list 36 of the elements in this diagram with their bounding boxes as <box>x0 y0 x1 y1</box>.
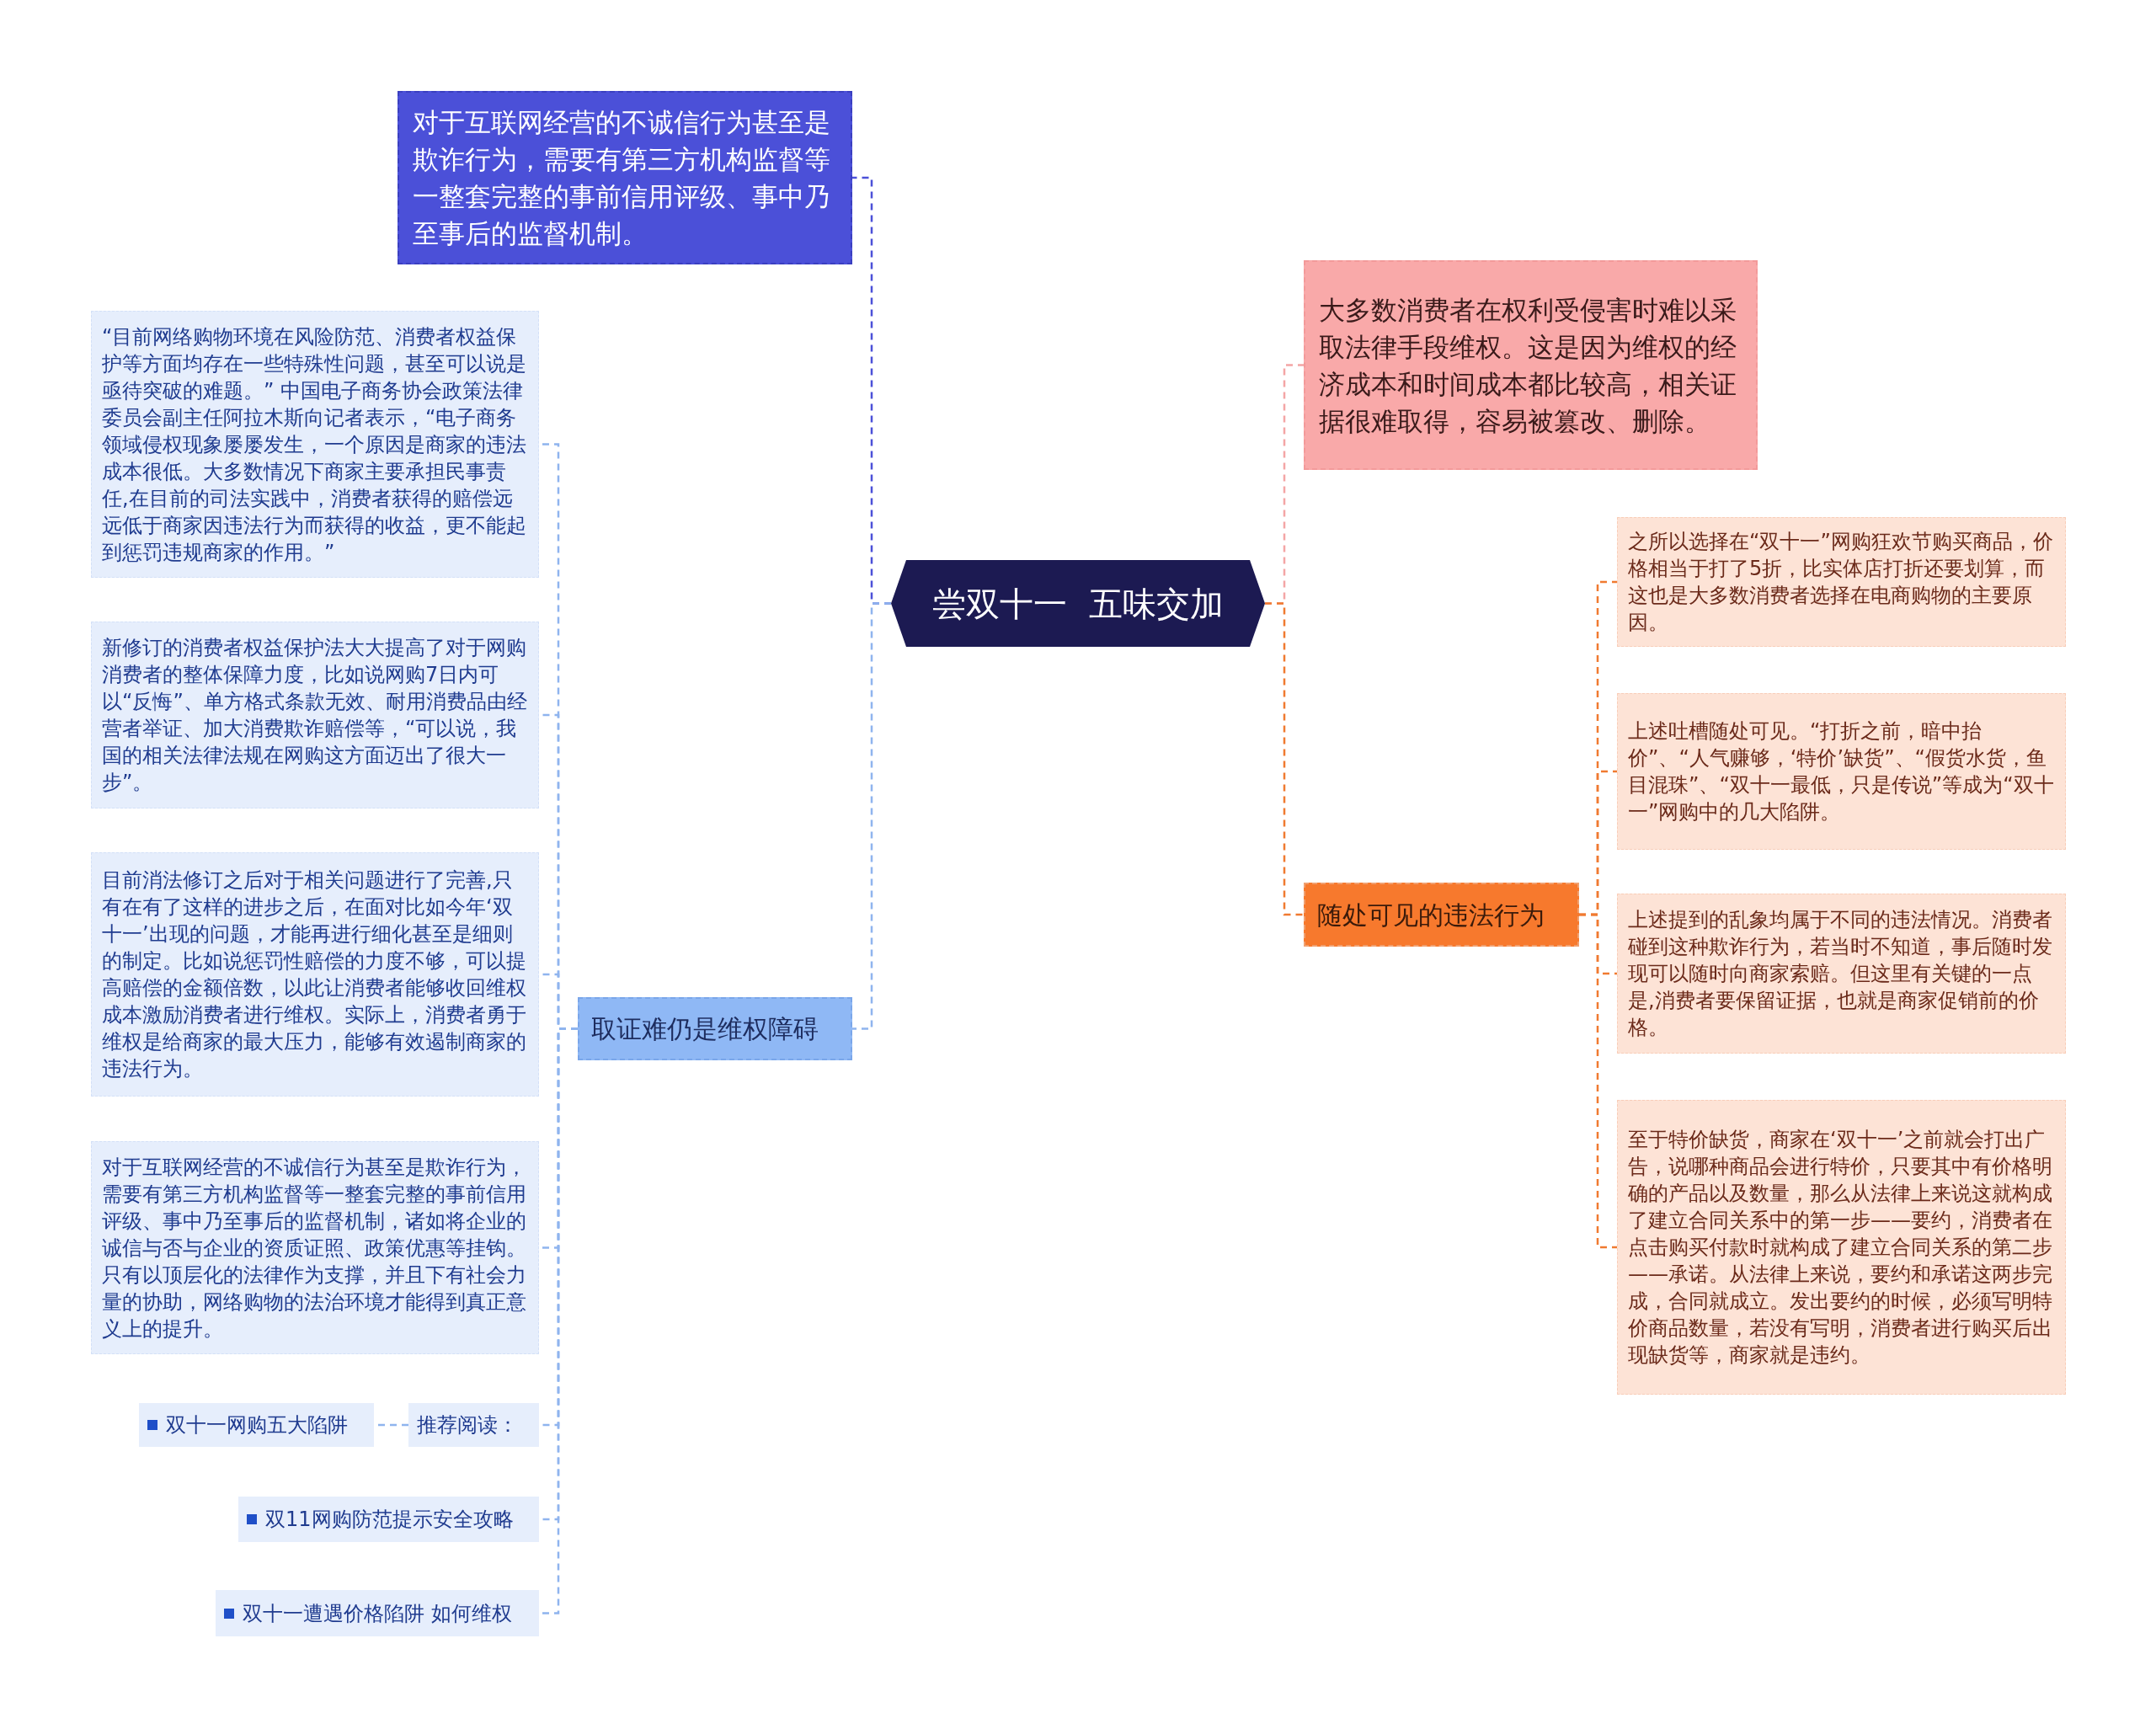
topic-text: 大多数消费者在权利受侵害时难以采取法律手段维权。这是因为维权的经济成本和时间成本都比较高，相关证据很难取得，容易被篡改、删除。 <box>1319 293 1737 438</box>
topic-box <box>578 997 852 1060</box>
topic-text: 对于互联网经营的不诚信行为甚至是欺诈行为，需要有第三方机构监督等一整套完整的事前信用评级、事中乃至事后的监督机制。 <box>413 106 831 250</box>
note-box <box>91 622 539 808</box>
note-text: 上述吐槽随处可见。“打折之前，暗中抬价”、“人气赚够，‘特价’缺货”、“假货水货，鱼目混珠”、“双十一最低，只是传说”等成为“双十一”网购中的几大陷阱。 <box>1628 718 2055 825</box>
topic-box <box>1304 883 1579 947</box>
note-text: “目前网络购物环境在风险防范、消费者权益保护等方面均存在一些特殊性问题，甚至可以说是亟待突破的难题。” 中国电子商务协会政策法律委员会副主任阿拉木斯向记者表示，“电子商务领域侵权现象屡屡发生，一个原因是商家的违法成本很低。大多数情况下商家主要承担民事责任,在目前的司法实践中，消费者获得的赔偿远远低于商家因违法行为而获得的收益，更不能起到惩罚违规商家的作用。” <box>102 323 527 566</box>
connector-line <box>1579 913 1617 1249</box>
topic-text: 取证难仍是维权障碍 <box>591 1013 819 1045</box>
connector-line <box>1265 602 1304 916</box>
link-box <box>139 1403 374 1447</box>
link-text: 双十一网购五大陷阱 <box>166 1412 348 1438</box>
note-text: 上述提到的乱象均属于不同的违法情况。消费者碰到这种欺诈行为，若当时不知道，事后随时发现可以随时向商家索赔。但这里有关键的一点是,消费者要保留证据，也就是商家促销前的价格。 <box>1628 907 2053 1041</box>
link-text: 双11网购防范提示安全攻略 <box>265 1507 514 1533</box>
topic-box <box>1304 260 1758 470</box>
note-box <box>1617 894 2066 1054</box>
note-box <box>1617 1100 2066 1395</box>
note-text: 至于特价缺货，商家在‘双十一’之前就会打出广告，说哪种商品会进行特价，只要其中有价格明确的产品以及数量，那么从法律上来说这就构成了建立合同关系中的第一步——要约，消费者在点击购买付款时就构成了建立合同关系的第二步——承诺。从法律上来说，要约和承诺这两步完成，合同就成立。发出要约的时候，必须写明特价商品数量，若没有写明，消费者进行购买后出现缺货等，商家就是违约。 <box>1628 1127 2053 1369</box>
topic-box <box>398 91 852 264</box>
note-box <box>1617 517 2066 647</box>
note-box <box>1617 693 2066 850</box>
note-text: 之所以选择在“双十一”网购狂欢节购买商品，价格相当于打了5折，比实体店打折还要划算，而这也是大多数消费者选择在电商购物的主要原因。 <box>1628 529 2054 636</box>
note-text: 对于互联网经营的不诚信行为甚至是欺诈行为，需要有第三方机构监督等一整套完整的事前信用评级、事中乃至事后的监督机制，诸如将企业的诚信与否与企业的资质证照、政策优惠等挂钩。只有以顶层化的法律作为支撑，并且下有社会力量的协助，网络购物的法治环境才能得到真正意义上的提升。 <box>102 1154 527 1342</box>
note-text: 目前消法修订之后对于相关问题进行了完善,只有在有了这样的进步之后，在面对比如今年‘双十一’出现的问题，才能再进行细化甚至是细则的制定。比如说惩罚性赔偿的力度不够，可以提高赔偿的金额倍数，以此让消费者能够收回维权成本激励消费者进行维权。实际上，消费者勇于维权是给商家的最大压力，能够有效遏制商家的违法行为。 <box>102 867 527 1082</box>
note-box <box>91 852 539 1097</box>
note-text: 推荐阅读： <box>417 1412 519 1438</box>
note-box <box>91 1141 539 1354</box>
link-text: 双十一遭遇价格陷阱 如何维权 <box>243 1600 512 1627</box>
topic-text: 随处可见的违法行为 <box>1317 899 1545 931</box>
connector-line <box>852 602 891 1030</box>
note-text: 新修订的消费者权益保护法大大提高了对于网购消费者的整体保障力度，比如说网购7日内可以“反悔”、单方格式条款无效、耐用消费品由经营者举证、加大消费欺诈赔偿等，“可以说，我国的相关法律法规在网购这方面迈出了很大一步”。 <box>102 635 528 796</box>
note-box <box>408 1403 539 1447</box>
link-box <box>216 1590 539 1636</box>
link-box <box>238 1497 539 1542</box>
central-topic <box>891 560 1265 647</box>
topic-title: 尝双十一 五味交加 <box>932 584 1224 623</box>
